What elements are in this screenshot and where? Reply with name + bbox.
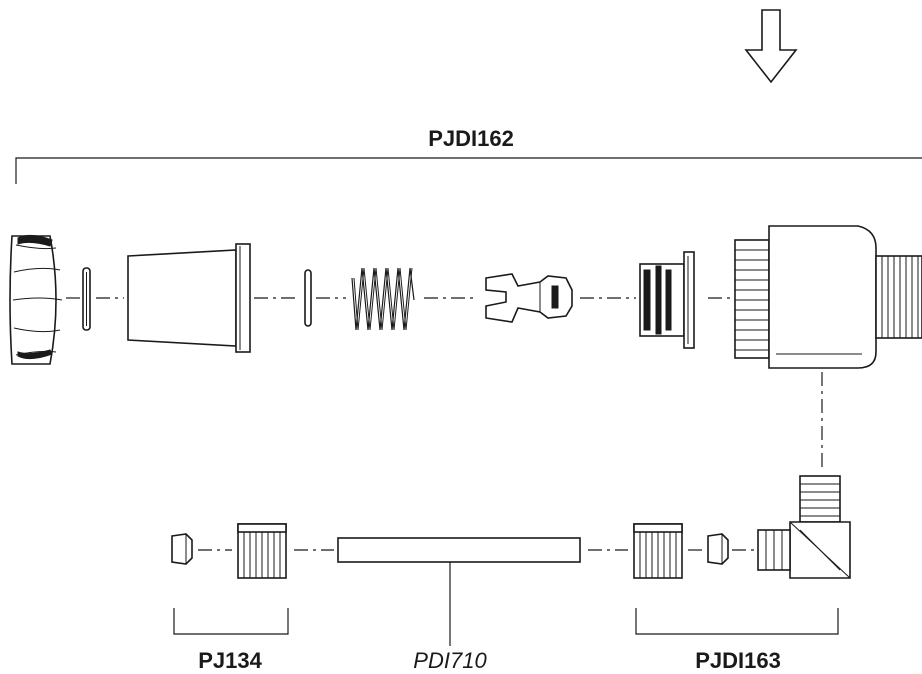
o-ring-2 xyxy=(304,269,312,327)
label-pj134: PJ134 xyxy=(198,648,262,673)
elbow-fitting xyxy=(757,475,851,579)
label-pjdi162: PJDI162 xyxy=(428,126,514,151)
label-pjdi163: PJDI163 xyxy=(695,648,781,673)
valve-poppet xyxy=(485,273,573,323)
ferrule-right xyxy=(707,533,729,565)
o-ring-1 xyxy=(82,267,91,331)
bracket-pjdi162 xyxy=(15,157,922,184)
ferrule-left xyxy=(171,533,193,565)
label-pdi710: PDI710 xyxy=(413,648,487,673)
bracket-pj134 xyxy=(173,608,289,635)
cap-nut xyxy=(9,234,63,365)
knurled-nut-right xyxy=(633,523,683,579)
knurled-nut-left xyxy=(237,523,287,579)
spring xyxy=(351,267,415,331)
down-arrow-icon xyxy=(744,9,798,84)
cartridge-insert xyxy=(639,251,695,349)
sleeve xyxy=(127,243,251,353)
valve-body xyxy=(734,225,922,369)
tube xyxy=(337,537,581,646)
bracket-pjdi163 xyxy=(635,608,839,635)
